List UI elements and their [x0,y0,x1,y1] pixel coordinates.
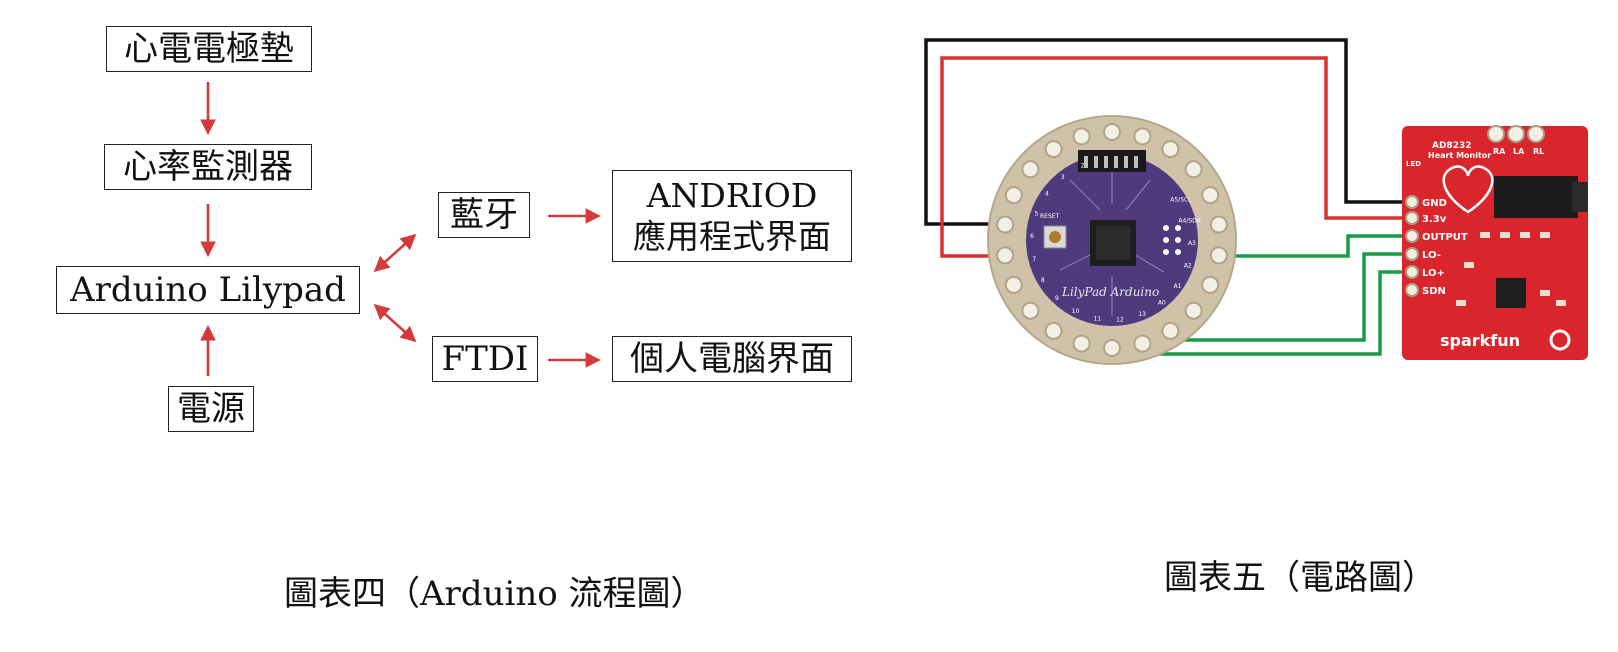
lilypad-pin-label: A0 [1158,300,1166,307]
lilypad-pin-label: A4/SDA [1178,217,1201,224]
heart-monitor-label: 心率監測器 [123,147,293,187]
sensor-led-label: LED [1406,160,1421,168]
heart-monitor-box: 心率監測器 [104,144,312,190]
electrode-pad-label: 心電電極墊 [124,29,294,69]
android-box: ANDRIOD 應用程式界面 [612,170,852,262]
lilypad-pin-label: 12 [1116,317,1124,324]
sensor-chip-label: AD8232 [1432,141,1472,151]
lilypad-board [987,115,1237,365]
lilypad-petal-pad [1103,339,1121,357]
lilypad-reset-label: RESET [1040,213,1060,220]
lilypad-petal-pad [1133,334,1152,353]
pc-ui-box: 個人電腦界面 [612,336,852,382]
sensor-pin-lo-minus: LO- [1422,250,1441,261]
lilypad-pin-label: 5 [1034,211,1038,218]
sensor-pin-gnd: GND [1422,198,1447,209]
arrow-arduino-bluetooth [373,233,417,273]
pc-ui-label: 個人電腦界面 [630,339,834,379]
sensor-pin-lo-plus: LO+ [1422,268,1445,279]
flowchart-caption: 圖表四（Arduino 流程圖） [284,574,705,614]
gnd-wire [924,38,1410,226]
lilypad-pin-label: 13 [1138,311,1146,318]
lilypad-pin-label: A3 [1188,240,1196,247]
lilypad-petal-pad [1201,275,1220,294]
lilypad-petal-pad [1044,321,1063,340]
lilypad-petal-pad [1161,321,1180,340]
arduino-box: Arduino Lilypad [56,266,360,314]
power-label: 電源 [177,389,245,429]
lilypad-pin-label: 6 [1030,233,1034,240]
lilypad-petal-pad [1161,140,1180,159]
lilypad-pin-label: A2 [1184,263,1192,270]
ftdi-label: FTDI [441,339,529,379]
sensor-brand-label: sparkfun [1440,331,1520,350]
lilypad-petal-pad [1103,123,1121,141]
ftdi-box: FTDI [432,336,538,382]
output-wire [1226,234,1410,258]
lilypad-petal-pad [1021,160,1040,179]
arrow-arduino-ftdi [373,303,417,343]
lilypad-petal-pad [1072,334,1091,353]
lilypad-pin-label: 2 [1081,163,1085,170]
lilypad-petal-pad [1209,246,1228,265]
power-box: 電源 [168,386,254,432]
lilypad-pin-label: 10 [1072,308,1080,315]
lilypad-pin-label: 7 [1032,256,1036,263]
sensor-pin-output: OUTPUT [1422,232,1468,243]
arduino-label: Arduino Lilypad [70,270,346,310]
sensor-top-pin-ra: RA [1493,147,1506,156]
lilypad-petal-pad [1184,160,1203,179]
lo-plus-wire [1150,270,1410,356]
sensor-top-pin-la: LA [1513,147,1525,156]
lilypad-petal-pad [1004,275,1023,294]
bluetooth-box: 藍牙 [438,192,530,238]
gear-icon [1549,329,1571,351]
lilypad-petal-pad [1004,186,1023,205]
lilypad-logo-label: LilyPad Arduino [1061,285,1159,299]
lilypad-petal-pad [996,246,1015,265]
lilypad-petal-pad [1184,301,1203,320]
lilypad-pin-label: 8 [1041,277,1045,284]
lilypad-petal-pad [1209,215,1228,234]
heart-icon [1442,165,1494,214]
lilypad-pin-label: A1 [1174,283,1182,290]
sensor-pin-sdn: SDN [1422,286,1446,297]
electrode-pad-box: 心電電極墊 [106,26,312,72]
lo-minus-wire [1180,252,1410,342]
sensor-pin-3v3: 3.3v [1422,214,1447,225]
lilypad-petal-pad [1201,186,1220,205]
circuit-caption: 圖表五（電路圖） [1164,558,1436,598]
lilypad-petal-pad [1133,127,1152,146]
sensor-title-label: Heart Monitor [1428,151,1491,160]
ad8232-sensor-board [1402,125,1588,360]
lilypad-petal-pad [1021,301,1040,320]
lilypad-pin-label: A5/SCL [1170,196,1192,203]
power-wire [940,56,1410,258]
lilypad-pin-label: 11 [1093,316,1101,323]
lilypad-pin-label: 9 [1055,295,1059,302]
android-label-line2: 應用程式界面 [633,217,831,256]
lilypad-pin-label: 4 [1045,191,1049,198]
android-label-line1: ANDRIOD [646,175,818,215]
sensor-top-pin-rl: RL [1533,147,1544,156]
lilypad-petal-pad [996,215,1015,234]
lilypad-petal-pad [1072,127,1091,146]
lilypad-petal-pad [1044,140,1063,159]
lilypad-pin-label: 3 [1061,174,1065,181]
bluetooth-label: 藍牙 [450,195,518,235]
